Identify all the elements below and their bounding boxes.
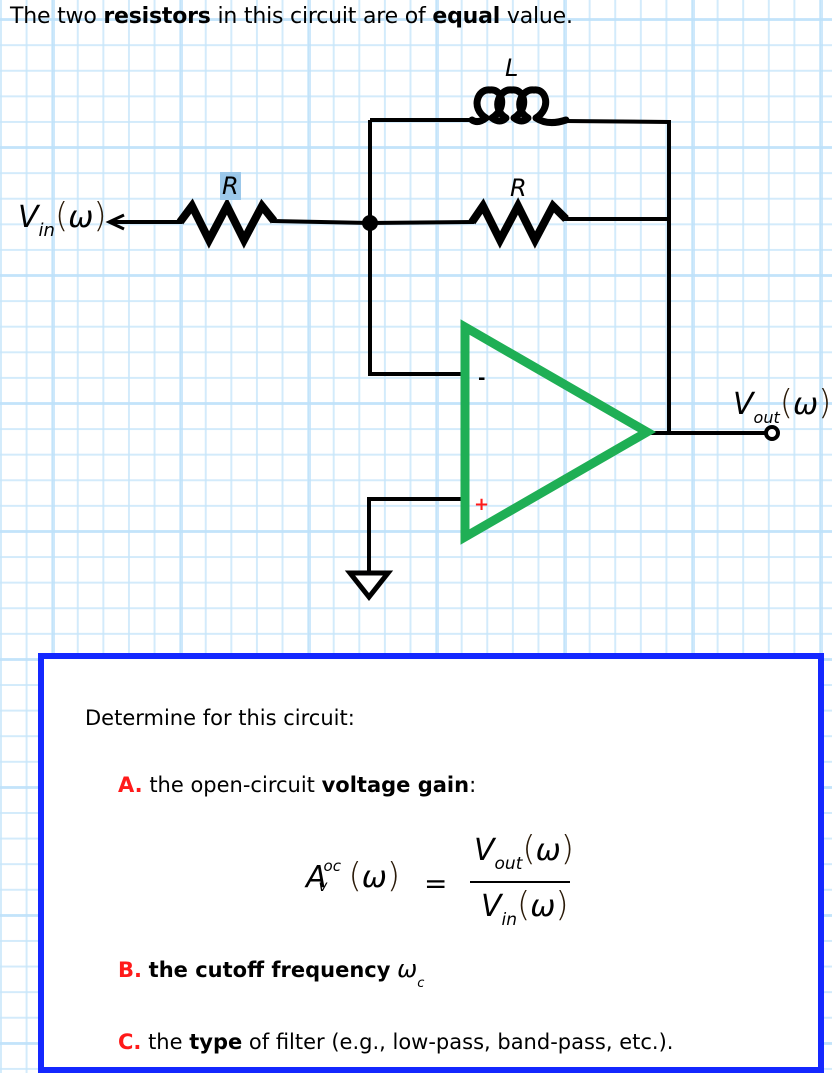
wire — [369, 220, 475, 225]
statement-part-bold: equal — [432, 4, 501, 29]
item-letter: B. — [118, 958, 142, 982]
item-text-bold: type — [189, 1030, 243, 1054]
input-resistor-label: R — [220, 172, 241, 200]
item-letter: A. — [118, 773, 143, 797]
item-text-bold: the cutoff frequency — [148, 958, 391, 982]
task-item-b: B. the cutoff frequency ωc — [118, 955, 424, 991]
item-text: : — [469, 773, 477, 797]
op-amp — [460, 319, 657, 545]
feedback-resistor — [468, 197, 569, 249]
noninverting-input-sign: + — [474, 494, 489, 515]
wire — [563, 119, 671, 124]
task-intro: Determine for this circuit: — [85, 706, 355, 730]
statement-part-bold: resistors — [103, 4, 211, 29]
circuit-diagram: - + — [105, 86, 780, 602]
paren: ) — [93, 196, 107, 236]
gain-scripts: oc v — [319, 857, 349, 895]
paren: ) — [818, 383, 832, 423]
item-text-bold: voltage gain — [321, 773, 470, 797]
output-voltage-symbol: V — [733, 387, 754, 422]
statement-part: value. — [500, 4, 573, 29]
paren: ( — [54, 196, 69, 236]
gain-subscript: v — [318, 877, 328, 895]
omega-symbol: ω — [535, 833, 561, 868]
gain-denominator: Vin(ω) — [481, 885, 569, 930]
task-box: Determine for this circuit: A. the open-… — [38, 653, 824, 1073]
output-voltage-symbol: V — [474, 833, 495, 868]
ground-wire — [367, 497, 462, 573]
gain-numerator: Vout(ω) — [474, 829, 575, 874]
ground-icon — [344, 570, 394, 602]
gain-symbol: A — [306, 860, 327, 895]
item-letter: C. — [118, 1030, 142, 1054]
fraction-bar — [470, 881, 570, 883]
statement-part: in this circuit are of — [210, 4, 433, 29]
inverting-input-sign: - — [478, 368, 485, 389]
input-voltage-label: Vin(ω) — [18, 196, 107, 241]
task-item-a: A. the open-circuit voltage gain: — [118, 773, 476, 797]
equals-sign: = — [424, 867, 448, 900]
input-voltage-symbol: V — [481, 889, 502, 924]
paren: ( — [348, 856, 362, 896]
omega-symbol: ω — [361, 860, 387, 895]
inductor-label: L — [505, 54, 519, 82]
omega-symbol: ω — [793, 387, 819, 422]
omega-symbol: ω — [68, 200, 94, 235]
feedback-resistor-label: R — [510, 174, 527, 202]
problem-statement: The two resistors in this circuit are of… — [10, 4, 573, 29]
cutoff-omega-subscript: c — [417, 976, 425, 991]
input-voltage-subscript: in — [38, 220, 55, 241]
output-voltage-subscript: out — [753, 408, 780, 427]
output-terminal — [764, 425, 780, 441]
task-item-c: C. the type of filter (e.g., low-pass, b… — [118, 1030, 673, 1054]
paren: ) — [560, 829, 575, 869]
cutoff-omega-symbol: ω — [397, 955, 418, 983]
paren: ( — [522, 829, 536, 869]
input-arrow-icon — [105, 213, 125, 231]
item-text: the open-circuit — [149, 773, 322, 797]
paren: ) — [555, 885, 569, 925]
input-resistor-label-text: R — [220, 172, 241, 200]
output-voltage-subscript: out — [494, 854, 523, 874]
wire — [271, 219, 371, 225]
omega-symbol: ω — [530, 889, 556, 924]
statement-part: The two — [10, 4, 104, 29]
input-voltage-subscript: in — [501, 910, 518, 930]
item-text: the — [148, 1030, 190, 1054]
feedback-inductor — [468, 86, 570, 127]
paren: ( — [517, 885, 531, 925]
input-resistor — [176, 197, 278, 249]
output-voltage-label: Vout(ω) — [733, 383, 832, 427]
paren: ) — [386, 856, 401, 896]
feedback-left-wire — [368, 120, 462, 376]
input-voltage-symbol: V — [18, 200, 39, 235]
paren: ( — [779, 383, 793, 423]
gain-superscript: oc — [323, 857, 341, 875]
item-text: of filter (e.g., low-pass, band-pass, et… — [242, 1030, 674, 1054]
